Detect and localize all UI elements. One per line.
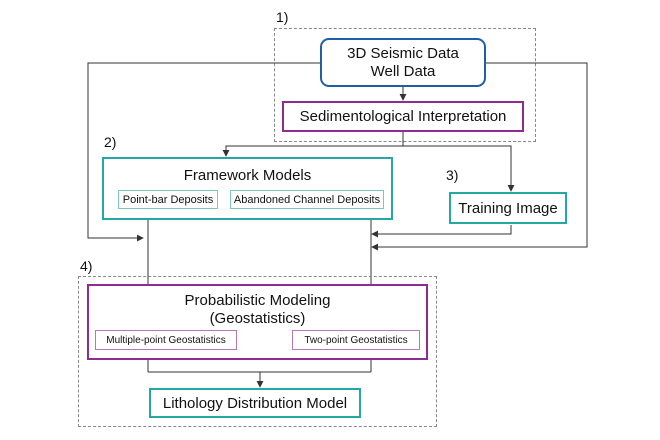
multiple-point-geostatistics-box: Multiple-point Geostatistics	[95, 330, 237, 350]
step-label-1: 1)	[276, 9, 289, 25]
training-image-label: Training Image	[458, 199, 558, 217]
lithology-label: Lithology Distribution Model	[162, 394, 348, 412]
seismic-data-label: 3D Seismic Data	[347, 44, 459, 62]
sedimentological-interpretation-box: Sedimentological Interpretation	[282, 101, 524, 132]
arrow-left-bypass	[87, 62, 320, 242]
framework-models-label: Framework Models	[183, 167, 312, 184]
point-bar-deposits-box: Point-bar Deposits	[118, 190, 218, 209]
step-label-4: 4)	[80, 258, 93, 274]
lithology-distribution-model-box: Lithology Distribution Model	[149, 388, 361, 418]
probabilistic-modeling-label: Probabilistic Modeling	[184, 292, 331, 309]
abandoned-channel-deposits-box: Abandoned Channel Deposits	[230, 190, 384, 209]
multiple-point-label: Multiple-point Geostatistics	[106, 334, 226, 346]
step-label-2: 2)	[104, 134, 117, 150]
arrow-right-bypass	[371, 62, 588, 251]
arrow-training-to-prob	[371, 225, 512, 238]
well-data-label: Well Data	[370, 62, 436, 80]
seismic-well-data-box: 3D Seismic Data Well Data	[320, 38, 486, 87]
group-region-4	[78, 276, 437, 427]
training-image-box: Training Image	[449, 192, 567, 224]
sedimentological-label: Sedimentological Interpretation	[299, 108, 507, 125]
two-point-geostatistics-box: Two-point Geostatistics	[292, 330, 420, 350]
two-point-label: Two-point Geostatistics	[304, 334, 408, 346]
geostatistics-label: (Geostatistics)	[209, 310, 306, 327]
group-region-1	[274, 28, 536, 142]
abandoned-channel-label: Abandoned Channel Deposits	[233, 193, 381, 206]
framework-models-box: Framework Models	[102, 157, 393, 220]
step-label-3: 3)	[446, 167, 459, 183]
arrow-sed-to-training	[403, 145, 515, 192]
arrow-sed-to-framework	[222, 132, 404, 157]
point-bar-label: Point-bar Deposits	[122, 193, 214, 206]
